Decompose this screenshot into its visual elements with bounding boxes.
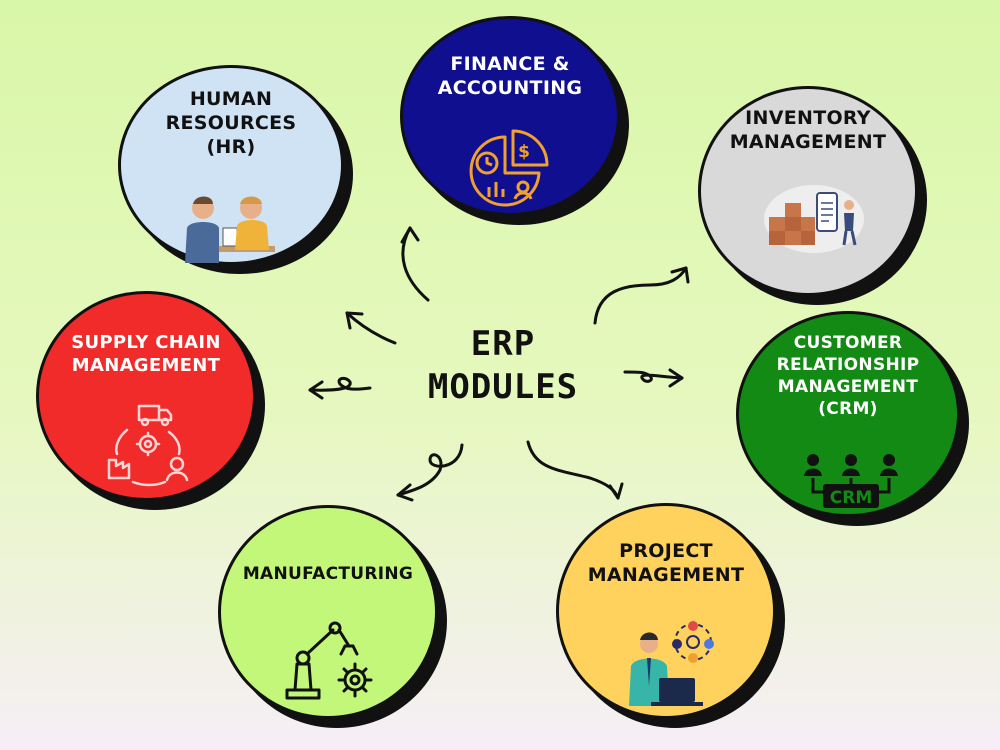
module-manufacturing: MANUFACTURING: [218, 505, 438, 719]
arrow-to-hr: [345, 311, 397, 345]
center-title: ERP MODULES: [398, 323, 608, 408]
supply-label-line: MANAGEMENT: [71, 354, 221, 376]
hr-label: HUMAN RESOURCES (HR): [121, 88, 341, 159]
hr-label-line: HUMAN: [189, 88, 273, 110]
crm-label-line: CUSTOMER: [793, 333, 903, 353]
hr-meeting-icon: [185, 196, 275, 263]
svg-text:$: $: [518, 142, 530, 162]
module-project: PROJECT MANAGEMENT: [556, 503, 776, 719]
module-finance: FINANCE & ACCOUNTING $: [400, 16, 620, 216]
manufacturing-label: MANUFACTURING: [221, 564, 435, 585]
arrow-to-hr-head: [345, 311, 364, 330]
crm-badge-text: CRM: [830, 488, 872, 508]
crm-label: CUSTOMER RELATIONSHIP MANAGEMENT (CRM): [739, 332, 957, 420]
project-label-line: PROJECT: [619, 540, 713, 562]
arrow-to-finance-head: [400, 226, 420, 244]
crm-label-line: RELATIONSHIP: [776, 355, 920, 376]
crm-label-line: MANAGEMENT: [777, 377, 919, 398]
arrow-to-crm-head: [668, 368, 684, 388]
robot-arm-gear-icon: [285, 621, 373, 700]
center-title-line1: ERP: [470, 324, 536, 364]
arrow-to-project-head: [608, 482, 624, 500]
module-supply-chain: SUPPLY CHAIN MANAGEMENT: [36, 291, 256, 501]
warehouse-boxes-icon: [764, 185, 864, 253]
finance-label-line: ACCOUNTING: [437, 76, 583, 99]
finance-label-line: FINANCE &: [450, 53, 570, 75]
crm-label-line: (CRM): [818, 399, 878, 420]
arrow-to-manufacturing-head: [396, 483, 414, 502]
hr-label-line: (HR): [206, 135, 256, 158]
finance-label: FINANCE & ACCOUNTING: [403, 53, 617, 101]
inventory-label-line: INVENTORY: [745, 107, 871, 129]
arrow-to-crm: [623, 370, 684, 383]
crm-network-icon: CRM: [804, 454, 898, 508]
module-inventory: INVENTORY MANAGEMENT: [698, 86, 918, 296]
supply-chain-cycle-icon: [107, 404, 189, 487]
project-label: PROJECT MANAGEMENT: [559, 540, 773, 588]
manufacturing-label-line: MANUFACTURING: [242, 564, 414, 584]
hr-label-line: RESOURCES: [165, 111, 297, 134]
project-label-line: MANAGEMENT: [587, 563, 745, 586]
arrow-to-inventory-head: [670, 266, 690, 284]
module-hr: HUMAN RESOURCES (HR): [118, 65, 344, 265]
arrow-to-supply-head: [308, 380, 324, 400]
inventory-label: INVENTORY MANAGEMENT: [701, 107, 915, 155]
inventory-label-line: MANAGEMENT: [729, 130, 887, 153]
supply-label-line: SUPPLY CHAIN: [71, 332, 221, 353]
supply-label: SUPPLY CHAIN MANAGEMENT: [39, 332, 253, 377]
center-title-line2: MODULES: [427, 366, 579, 407]
arrow-to-manufacturing: [396, 443, 464, 497]
arrow-to-supply: [308, 376, 372, 392]
arrow-to-inventory: [593, 266, 688, 325]
finance-pie-chart-icon: $: [469, 129, 549, 207]
arrow-to-project: [526, 440, 620, 500]
project-manager-laptop-icon: [629, 621, 714, 706]
module-crm: CUSTOMER RELATIONSHIP MANAGEMENT (CRM) C…: [736, 311, 960, 517]
